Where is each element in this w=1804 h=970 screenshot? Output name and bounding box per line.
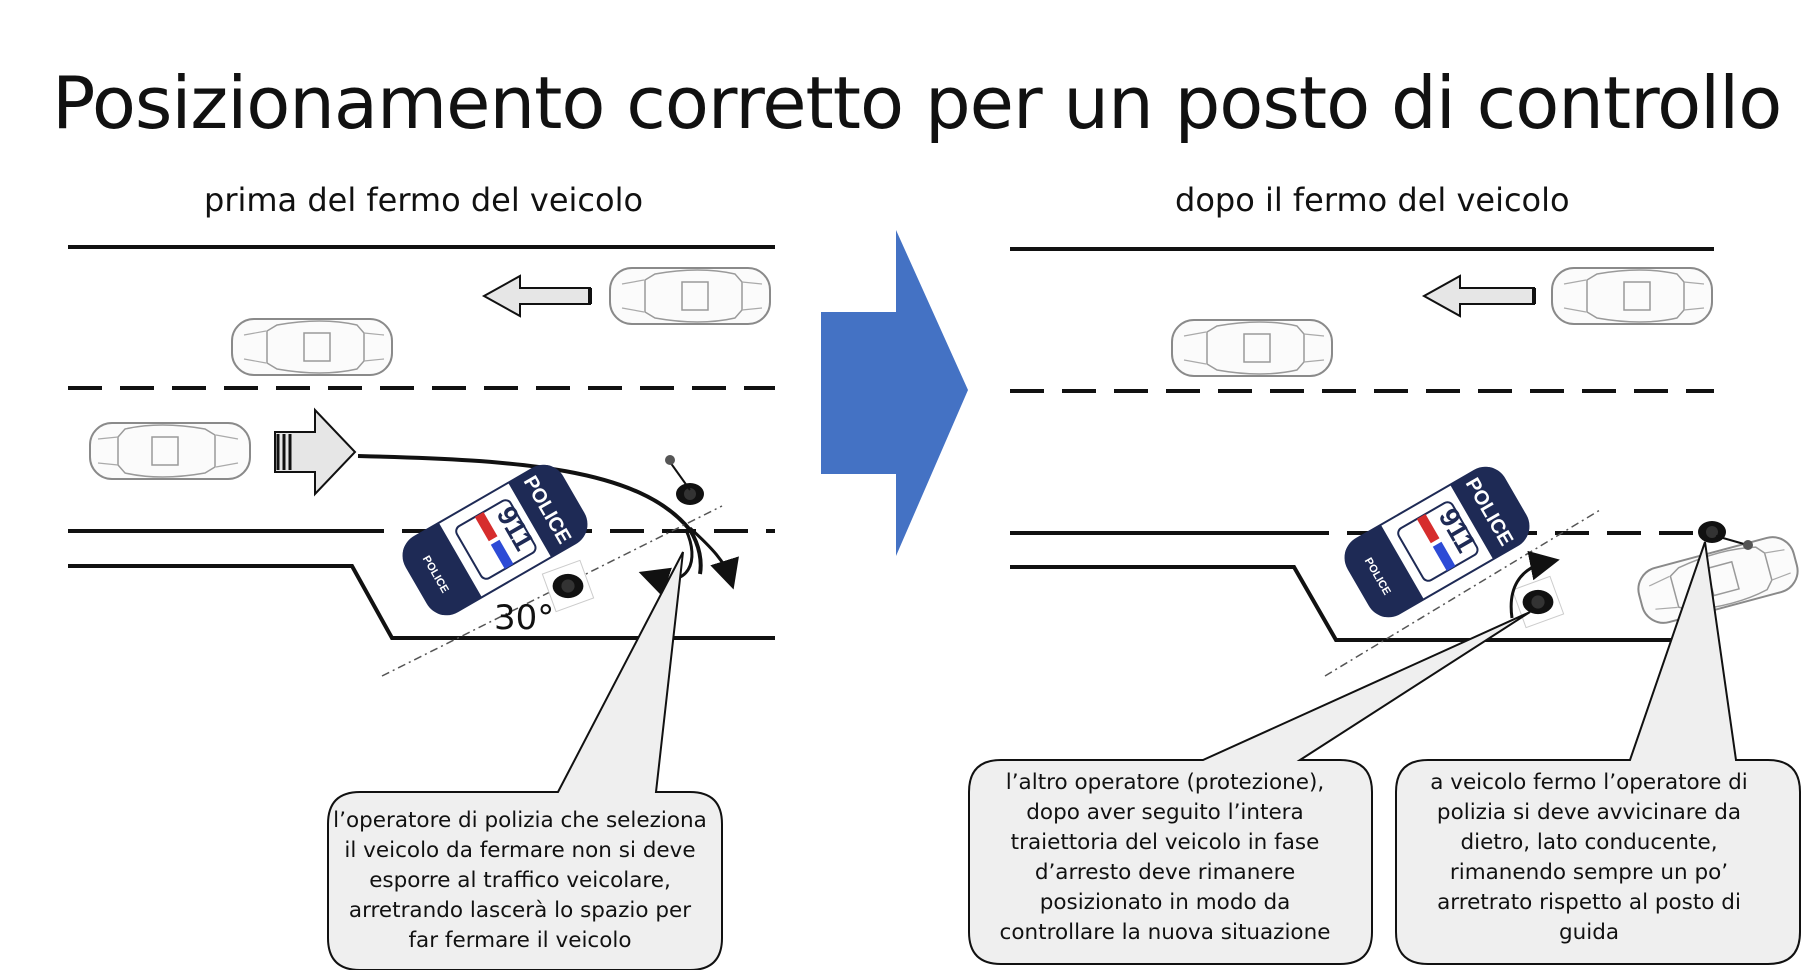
angle-label: 30° [494, 598, 555, 638]
officer-icon [1511, 575, 1565, 629]
callout-line: esporre al traffico veicolare, [369, 868, 671, 893]
callout-line: polizia si deve avvicinare da [1436, 800, 1742, 825]
callout-line: guida [1558, 920, 1620, 945]
callout-text-approaching-officer: a veicolo fermo l’operatore di polizia s… [1394, 768, 1784, 948]
stopped-civilian-car [1632, 531, 1804, 629]
transition-arrow [821, 230, 968, 556]
callout-line: arretrato rispetto al posto di [1437, 890, 1741, 915]
officer-position-arrow [1509, 550, 1560, 619]
page-title: Posizionamento corretto per un posto di … [52, 61, 1782, 145]
police-car: POLICE 911 POLICE [1336, 458, 1538, 626]
civilian-car [609, 267, 771, 325]
callout-line: arretrando lascerà lo spazio per [348, 898, 692, 923]
callout-bubble [968, 611, 1531, 965]
civilian-car [89, 422, 251, 480]
civilian-car [231, 318, 393, 376]
stopping-vehicle-arrow [274, 407, 357, 497]
officer-icon [541, 559, 595, 613]
vehicle-trajectory [357, 454, 703, 575]
callout-line: controllare la nuova situazione [999, 920, 1331, 945]
callout-bubble [1395, 541, 1801, 965]
subtitle-before-stop: prima del fermo del veicolo [204, 181, 644, 219]
callout-line: d’arresto deve rimanere [1034, 860, 1296, 885]
callout-line: posizionato in modo da [1039, 890, 1291, 915]
callout-text-protection-officer: l’altro operatore (protezione), dopo ave… [970, 768, 1360, 948]
officer-icon [665, 455, 704, 505]
civilian-car [1171, 319, 1333, 377]
callout-line: far fermare il veicolo [408, 928, 632, 953]
traffic-direction-arrow [481, 274, 592, 318]
officer-retreat-arrow [638, 529, 694, 597]
callout-text-stopping-officer: l’operatore di polizia che seleziona il … [330, 806, 710, 956]
officer-icon [1698, 521, 1753, 550]
civilian-car [1551, 267, 1713, 325]
officer-step-arrow [688, 526, 739, 590]
callout-line: dietro, lato conducente, [1460, 830, 1718, 855]
callout-line: l’operatore di polizia che seleziona [333, 808, 707, 833]
traffic-direction-arrow [1421, 274, 1536, 318]
subtitle-after-stop: dopo il fermo del veicolo [1175, 181, 1570, 219]
callout-line: rimanendo sempre un po’ [1449, 860, 1729, 885]
callout-line: dopo aver seguito l’intera [1026, 800, 1304, 825]
callout-line: traiettoria del veicolo in fase [1010, 830, 1320, 855]
callout-line: a veicolo fermo l’operatore di [1430, 770, 1748, 795]
callout-line: l’altro operatore (protezione), [1005, 770, 1325, 795]
police-car: POLICE 911 POLICE [394, 456, 596, 624]
callout-line: il veicolo da fermare non si deve [344, 838, 696, 863]
